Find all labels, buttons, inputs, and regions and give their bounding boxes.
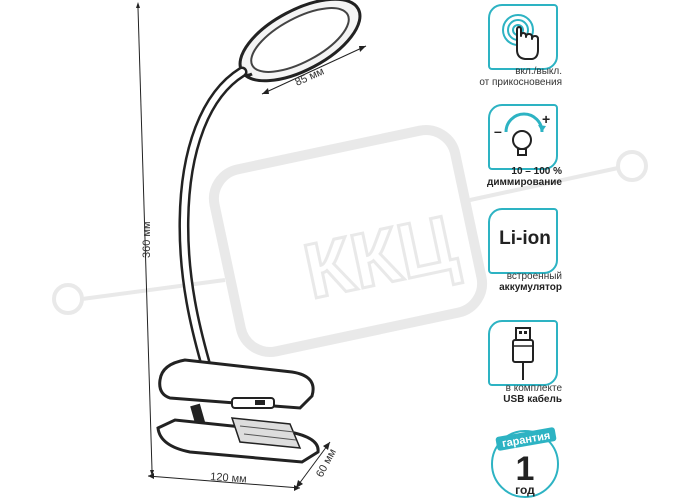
dimmer-icon: – + [494, 111, 550, 156]
feature-usb-line1: в комплекте [505, 383, 562, 394]
feature-touch-line2: от прикосновения [479, 77, 562, 88]
svg-text:+: + [542, 111, 550, 127]
feature-touch-line1: вкл./выкл. [515, 66, 562, 77]
feature-usb-frame [488, 320, 558, 386]
feature-touch: вкл./выкл. от прикосновения [479, 4, 562, 88]
warranty-badge-graphic: гарантия 1 год [491, 427, 559, 498]
dimension-width-label: 120 мм [210, 471, 247, 486]
feature-dimming-line2: диммирование [487, 177, 562, 188]
dimension-height: 360 мм [136, 2, 154, 476]
warranty-number: 1 [516, 450, 535, 488]
feature-usb-cable: в комплекте USB кабель [488, 320, 562, 405]
watermark-text: ККЦ [296, 198, 463, 316]
feature-battery-frame: Li-ion [488, 208, 558, 274]
feature-battery: Li-ion встроенный аккумулятор [488, 208, 562, 293]
warranty-unit: год [515, 483, 535, 497]
feature-dimming: – + 10 – 100 % диммирование [487, 104, 562, 188]
usb-cable-icon [512, 327, 534, 380]
feature-battery-line2: аккумулятор [499, 282, 562, 293]
feature-usb-line2: USB кабель [503, 394, 562, 405]
battery-type-label: Li-ion [499, 228, 551, 249]
lamp-neck [178, 66, 248, 368]
svg-text:–: – [494, 123, 502, 139]
touch-icon [502, 14, 539, 60]
feature-dimming-line1: 10 – 100 % [511, 166, 562, 177]
dimension-width: 120 мм [147, 471, 301, 491]
clip-base [156, 358, 320, 464]
warranty-badge: гарантия 1 год [488, 424, 562, 498]
dimension-height-label: 360 мм [141, 221, 153, 258]
feature-dimming-frame: – + [488, 104, 558, 170]
feature-battery-line1: встроенный [506, 271, 562, 282]
feature-touch-frame [488, 4, 558, 70]
